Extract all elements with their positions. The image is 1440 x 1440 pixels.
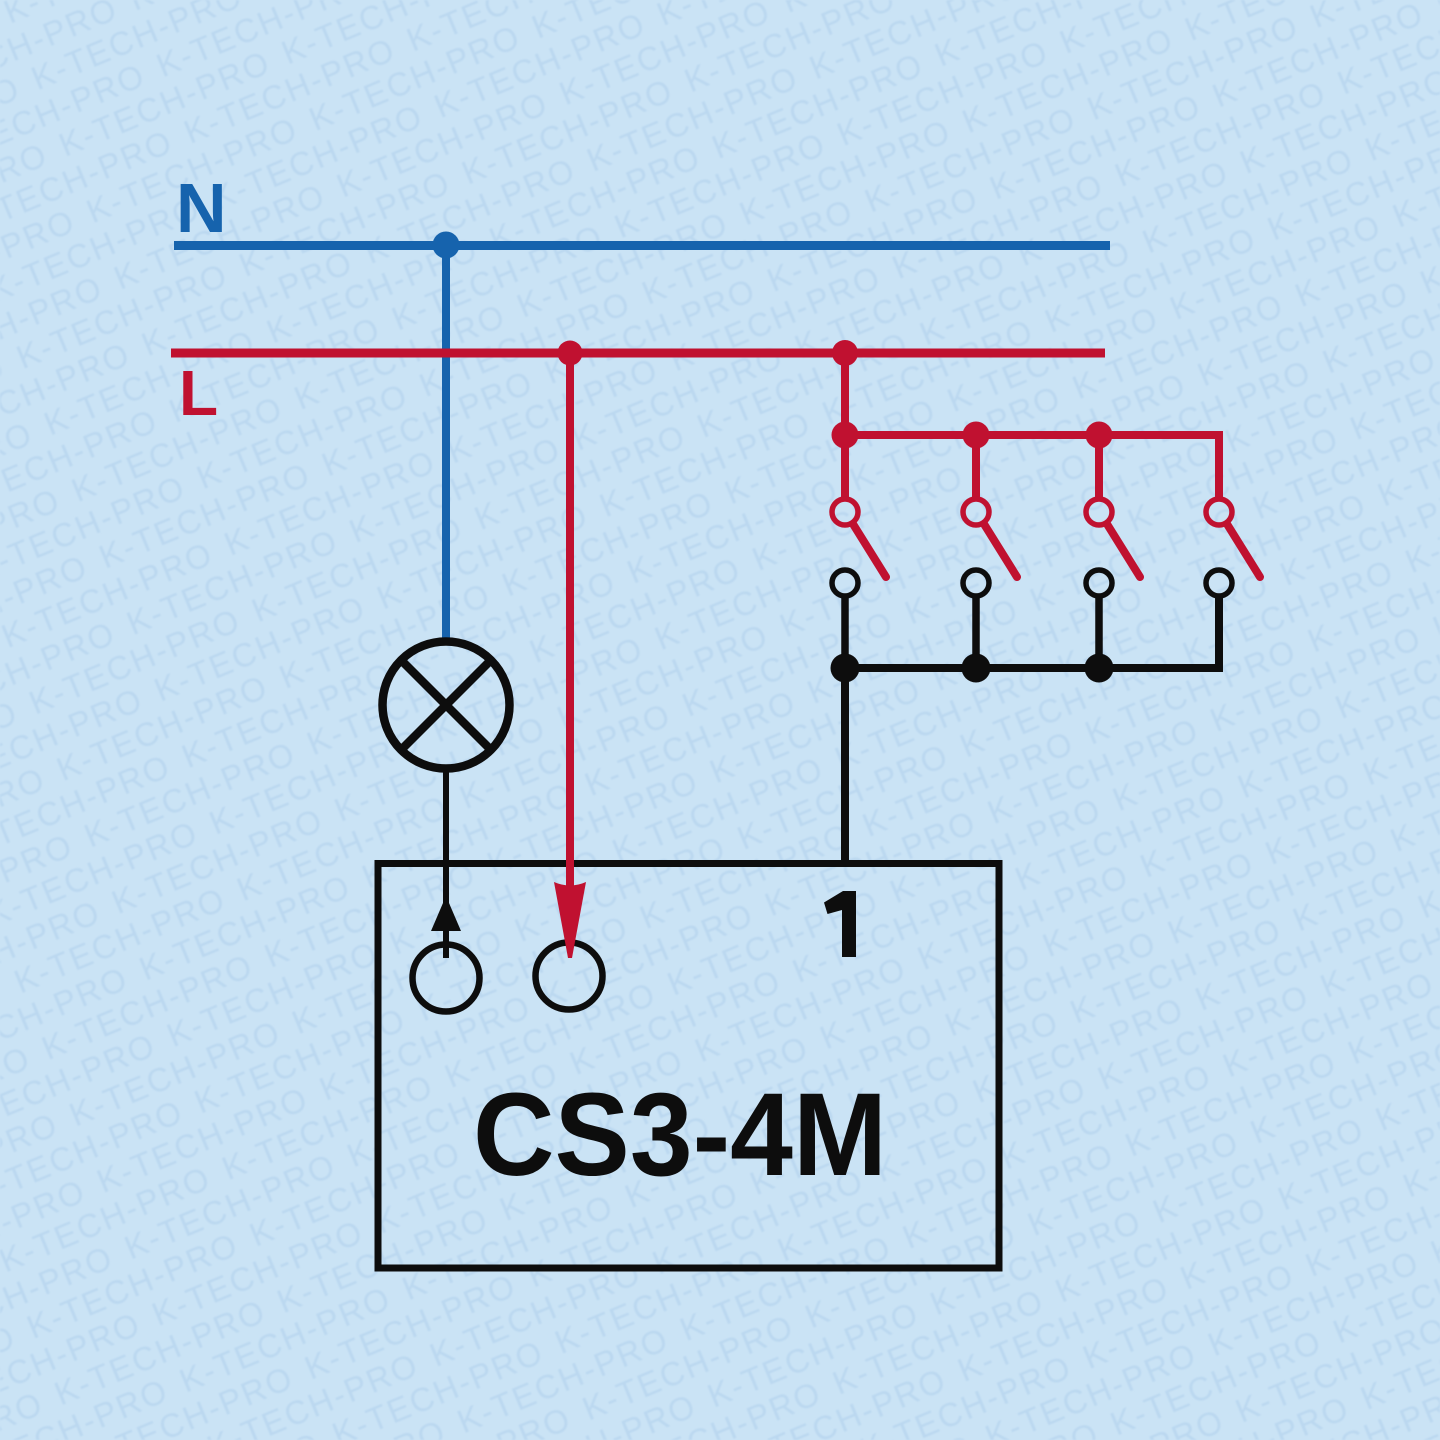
svg-text:CS3-4M: CS3-4M bbox=[473, 1069, 887, 1201]
svg-text:L: L bbox=[179, 357, 218, 429]
svg-text:N: N bbox=[176, 169, 227, 247]
